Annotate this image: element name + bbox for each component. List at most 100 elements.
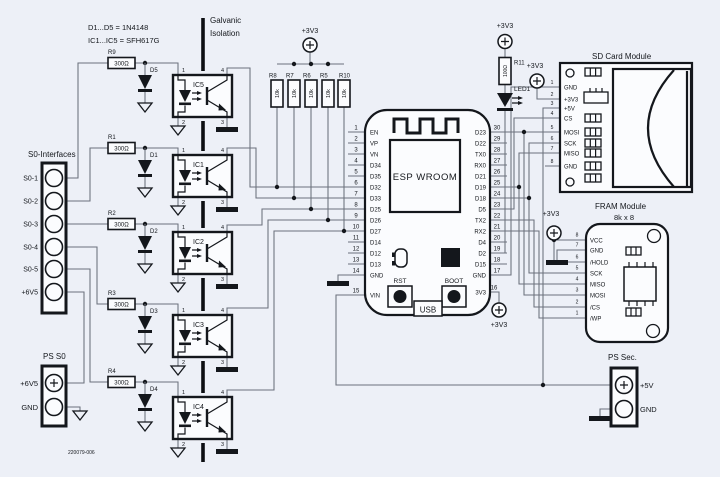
esp-pin-name: EN: [370, 131, 378, 137]
fram-hole: [646, 228, 662, 244]
fram-pin-num: 3: [576, 288, 579, 294]
s0-pin-6: [44, 282, 64, 302]
opto-pin-num: 2: [182, 200, 185, 206]
fram-pin-num: 8: [576, 233, 579, 239]
resistor-value: 10k: [292, 89, 298, 98]
opto-pin-num: 1: [182, 390, 185, 396]
sd-pad: [584, 173, 602, 183]
sd-card-module: SD Card Module +3V3 1 GND 2 +3V3 3 +5V 4…: [527, 52, 694, 194]
opto-pin-num: 3: [221, 360, 224, 366]
opto-pin-num: 1: [182, 225, 185, 231]
antenna-icon: [392, 117, 460, 135]
rst-label: RST: [394, 278, 407, 285]
junction-dot: [291, 61, 297, 67]
esp-pin-num: 25: [494, 181, 501, 187]
resistor-name: R11: [514, 61, 525, 67]
esp-pin-num: 15: [353, 289, 360, 295]
fram-module: FRAM Module 8k x 8 +3V3 8 VCC 7 GND 6 /H…: [543, 202, 670, 344]
esp-pin-name: D14: [370, 241, 382, 247]
fram-subtitle: 8k x 8: [614, 213, 634, 222]
s0-pin-label: S0-1: [23, 176, 38, 183]
esp-pin-name: D33: [370, 197, 382, 203]
resistor-R8: [270, 79, 284, 108]
fram-pin-name: /CS: [590, 306, 600, 312]
opto-name: IC5: [193, 82, 204, 89]
esp-pin-name: D23: [475, 131, 487, 137]
resistor-R1: [107, 141, 136, 155]
sd-pad: [584, 148, 602, 158]
sd-pad: [584, 67, 602, 77]
opto-pin-num: 4: [221, 148, 224, 154]
supply-3v3-label: +3V3: [497, 23, 514, 30]
ps-sec-connector: PS Sec. +5V GND: [589, 353, 657, 428]
esp-pin-num: 12: [353, 247, 360, 253]
esp-pin-name: VP: [370, 142, 378, 148]
ps-sec-gnd-pin: [614, 399, 634, 419]
resistor-name: R9: [108, 50, 116, 56]
resistor-name: R1: [108, 135, 116, 141]
supply-3v3-symbol: [497, 33, 513, 50]
gnd-bar: [216, 207, 238, 212]
diode-name: D4: [150, 387, 158, 393]
boot-button-cap: [447, 290, 461, 303]
fram-pin-name: VCC: [590, 239, 603, 245]
sd-pad: [584, 138, 602, 148]
esp-pin-name: D21: [475, 175, 487, 181]
esp-pin-name: D22: [475, 142, 487, 148]
fram-hole: [645, 323, 661, 339]
opto-pin-num: 3: [221, 200, 224, 206]
opto-pin-num: 4: [221, 390, 224, 396]
sd-pin-num: 8: [551, 159, 554, 165]
diode-name: D2: [150, 229, 158, 235]
ps-s0-connector: PS S0 +6V5 GND: [20, 352, 88, 428]
junction-dots: [142, 60, 557, 388]
sd-pin-num: 3: [551, 101, 554, 107]
opto-name: IC4: [193, 404, 204, 411]
wires: [66, 48, 615, 449]
supply-3v3-symbol: [529, 73, 545, 89]
fram-chip-legs: [628, 262, 654, 306]
esp-pin-name: D25: [370, 208, 382, 214]
opto-name: IC3: [193, 322, 204, 329]
esp-pin-name: TX2: [475, 219, 487, 225]
esp-label: ESP WROOM: [393, 172, 458, 183]
s0-pin-1: [44, 168, 64, 188]
sd-pin-num: 1: [551, 80, 554, 86]
s0-interface-connector: S0-Interfaces S0-1 S0-2 S0-3 S0-4 S0-5 +…: [21, 150, 76, 315]
s0-pin-3: [44, 214, 64, 234]
junction-dot: [274, 184, 280, 190]
esp-pin-num: 11: [353, 236, 360, 242]
sd-pad: [584, 161, 602, 171]
fram-pin-num: 4: [576, 277, 579, 283]
resistor-R2: [107, 217, 136, 231]
esp-pin-num: 13: [353, 258, 360, 264]
opto-pin-num: 2: [182, 360, 185, 366]
esp-pin-num: 5: [354, 170, 358, 176]
note-optos: IC1...IC5 = SFH617G: [88, 36, 160, 45]
opto-pin-num: 4: [221, 308, 224, 314]
resistor-name: R10: [339, 74, 351, 80]
ps-s0-pin-label: GND: [21, 403, 38, 412]
sd-pin-name: +5V: [564, 107, 575, 113]
fram-pin-num: 1: [576, 311, 579, 317]
resistor-value: 300Ω: [114, 62, 129, 68]
junction-dot: [341, 228, 347, 234]
doc-number: 220079-006: [68, 450, 95, 456]
sd-pin-name: +3V3: [564, 98, 579, 104]
series-resistors: R9 R1 R2 R3 R4 300Ω 300Ω 300Ω 300Ω 300Ω: [107, 50, 136, 389]
junction-dot: [526, 195, 532, 201]
fram-pin-name: GND: [590, 249, 604, 255]
resistor-R10: [337, 79, 351, 108]
resistor-value: 300Ω: [114, 223, 129, 229]
fram-pin-name: MOSI: [590, 294, 606, 300]
ps-s0-pin-label: +6V5: [20, 379, 38, 388]
esp-pin-name: D32: [370, 186, 382, 192]
esp-pin-num: 21: [494, 225, 501, 231]
esp-component: [394, 248, 408, 268]
esp-pin-name: VN: [370, 153, 378, 159]
esp-pin-name: RX0: [474, 164, 486, 170]
esp-pin-num: 26: [494, 170, 501, 176]
junction-dot: [325, 61, 331, 67]
esp-pin-num: 10: [353, 225, 360, 231]
esp-pin-name: D35: [370, 175, 382, 181]
